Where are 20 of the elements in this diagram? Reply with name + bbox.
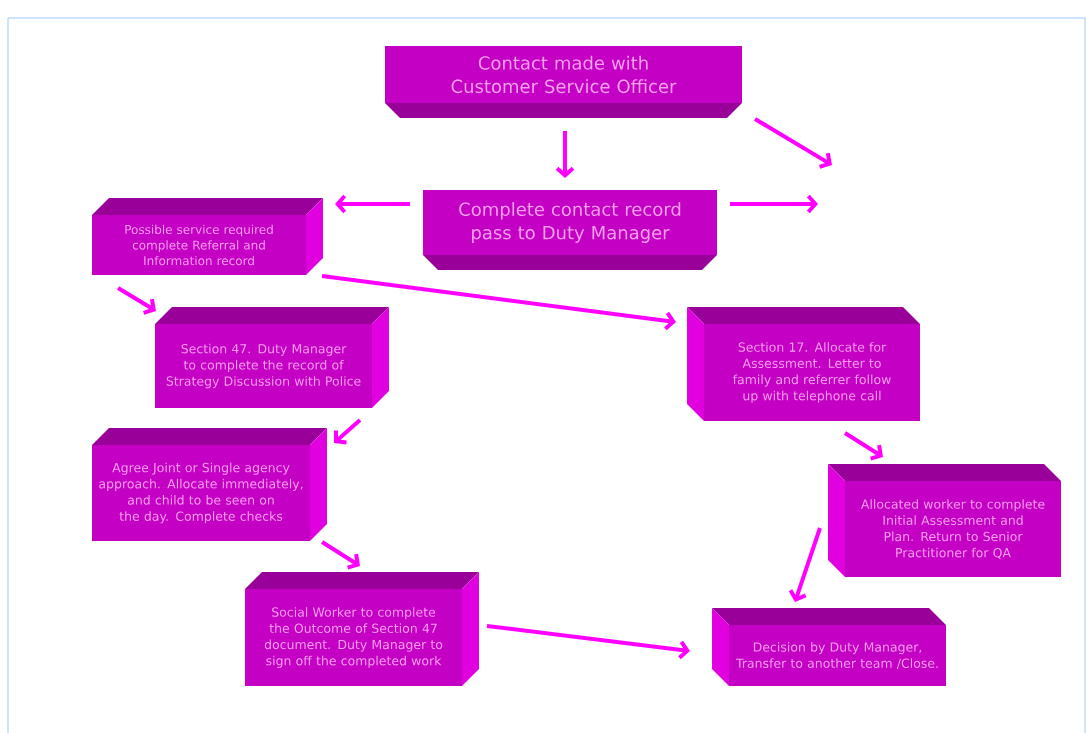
process-box: Possible service required complete Referral and Information record [92, 198, 323, 275]
arrow [486, 624, 690, 660]
arrow [335, 194, 410, 214]
arrow [116, 286, 156, 315]
arrow [320, 540, 360, 570]
process-box: Contact made with Customer Service Officer [385, 46, 742, 118]
arrow [788, 527, 822, 602]
process-box: Complete contact record pass to Duty Manager [423, 190, 717, 270]
process-box: Decision by Duty Manager, Transfer to another team /Close. [712, 608, 946, 686]
process-box: Section 17. Allocate for Assessment. Letter to family and referrer follow up with telephone call [687, 307, 920, 421]
process-box: Agree Joint or Single agency approach. Allocate immediately, and child to be seen on the day. Complete checks [92, 428, 327, 541]
arrow [753, 117, 832, 169]
arrow [843, 431, 883, 461]
arrow [730, 194, 818, 214]
process-box: Allocated worker to complete Initial Assessment and Plan. Return to Senior Practitioner for QA [828, 464, 1061, 577]
process-box: Social Worker to complete the Outcome of Section 47 document. Duty Manager to sign off the completed work [245, 572, 479, 686]
arrow [555, 131, 575, 178]
arrow [333, 418, 362, 445]
process-box: Section 47. Duty Manager to complete the record of Strategy Discussion with Police [155, 307, 389, 408]
arrow [321, 274, 676, 331]
